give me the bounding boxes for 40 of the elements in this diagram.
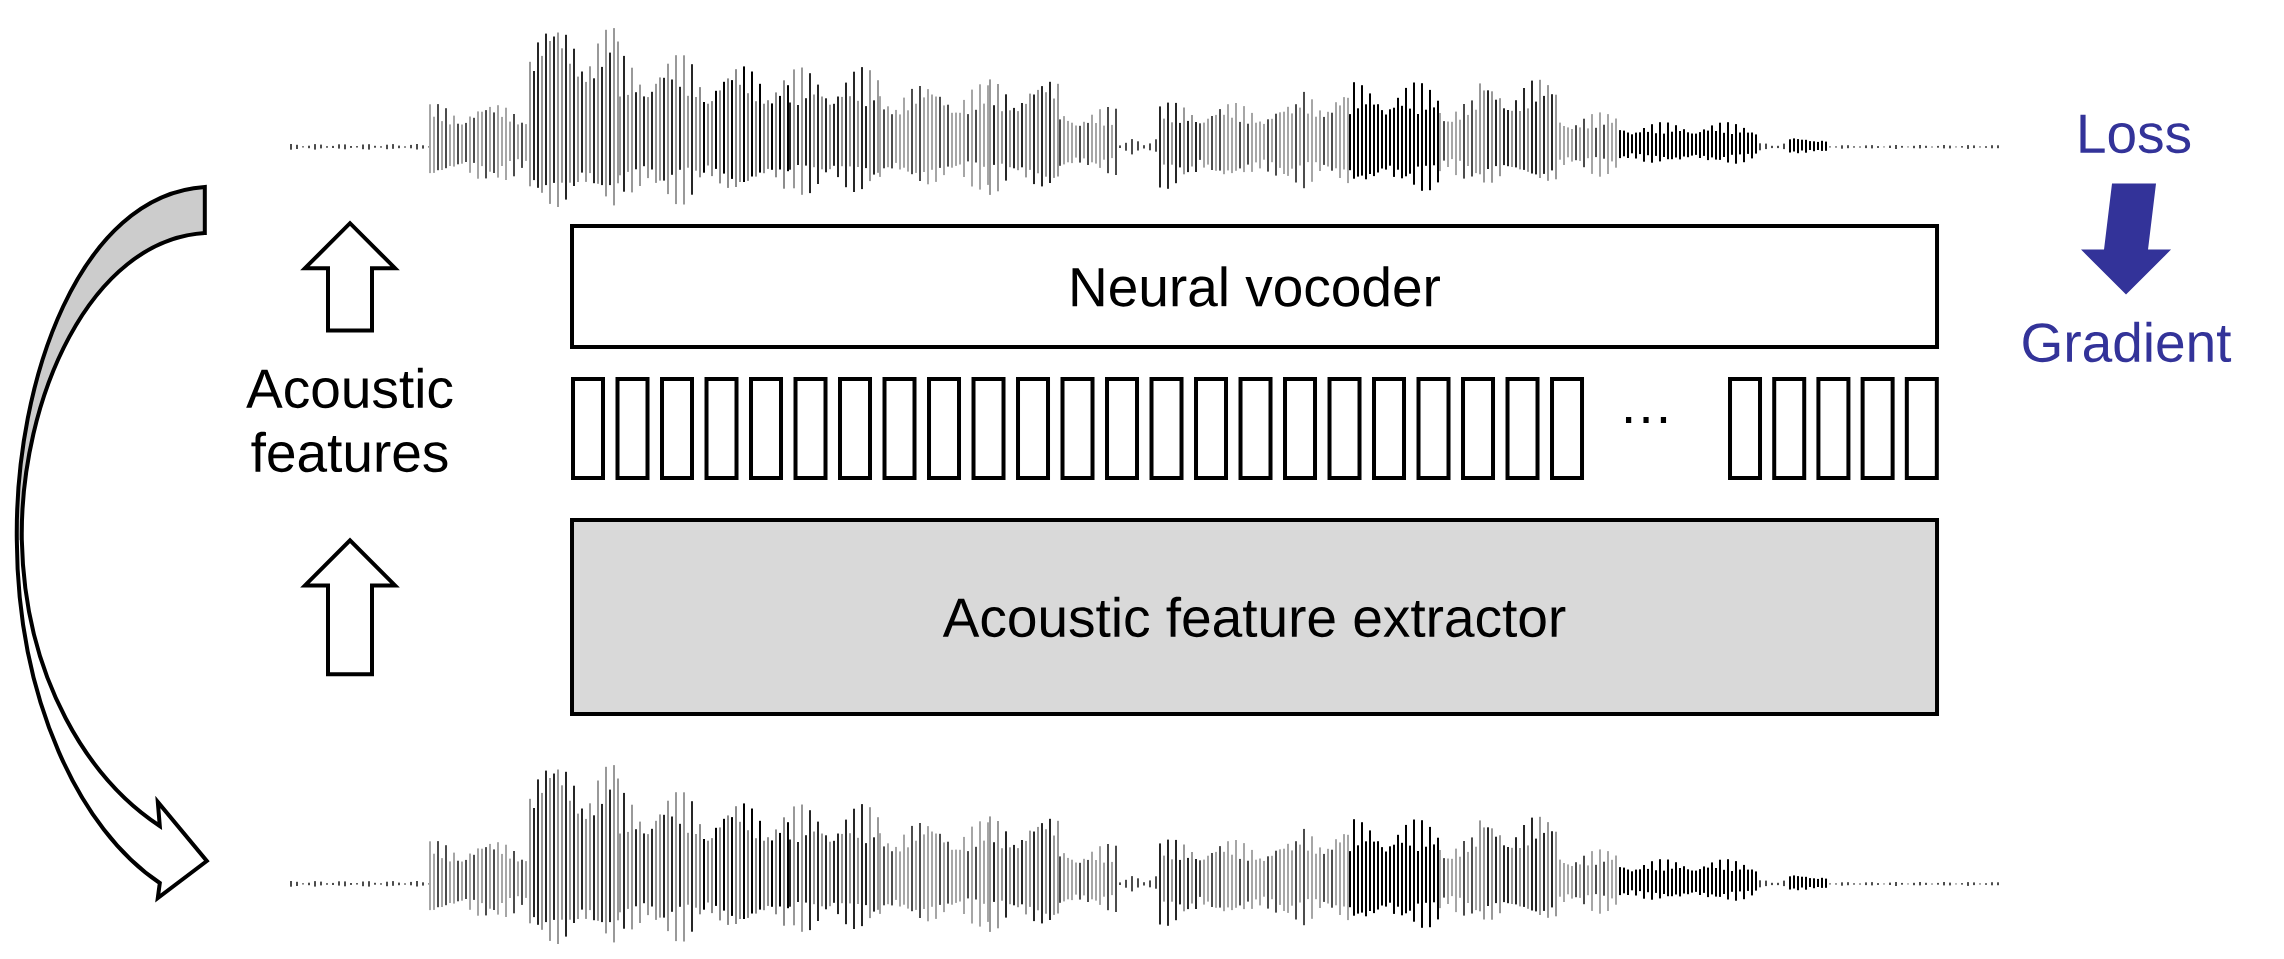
frame-box [1904, 377, 1939, 480]
frame-box [1416, 377, 1451, 480]
annotation-text: Acoustic features [246, 367, 453, 473]
waveform-drawing [290, 27, 1999, 208]
frame-box [1283, 377, 1317, 480]
frame-box [838, 377, 872, 480]
frame-box [1060, 377, 1095, 480]
frame-box [1772, 377, 1807, 480]
frame-box [1149, 377, 1184, 480]
frame-box [1327, 377, 1362, 480]
waveform-drawing [290, 764, 1999, 945]
frame-box [660, 377, 694, 480]
frame-box [1728, 377, 1762, 480]
annotation-text: Loss [2080, 114, 2191, 154]
frame-box [1461, 377, 1495, 480]
frame-box [793, 377, 828, 480]
frame-box [749, 377, 783, 480]
frame-box [1016, 377, 1050, 480]
block-arrow [2081, 183, 2171, 295]
block-arrow [300, 537, 400, 677]
frame-box [615, 377, 650, 480]
frame-box [1194, 377, 1228, 480]
block-arrow [300, 220, 400, 333]
frame-box [1105, 377, 1139, 480]
frame-box [971, 377, 1006, 480]
process-box: Acoustic feature extractor [570, 518, 1939, 716]
curved-arrow [14, 185, 209, 900]
frame-box [1860, 377, 1895, 480]
frame-box [1550, 377, 1584, 480]
annotation-text: Gradient [2023, 321, 2232, 363]
ellipsis-text: … [1626, 417, 1667, 423]
frame-box [1505, 377, 1540, 480]
frame-box [882, 377, 917, 480]
frame-box [704, 377, 739, 480]
frame-box [1238, 377, 1273, 480]
frame-box [1372, 377, 1406, 480]
frame-box [927, 377, 961, 480]
process-box: Neural vocoder [570, 224, 1939, 349]
frame-box [1816, 377, 1851, 480]
frame-box [571, 377, 605, 480]
